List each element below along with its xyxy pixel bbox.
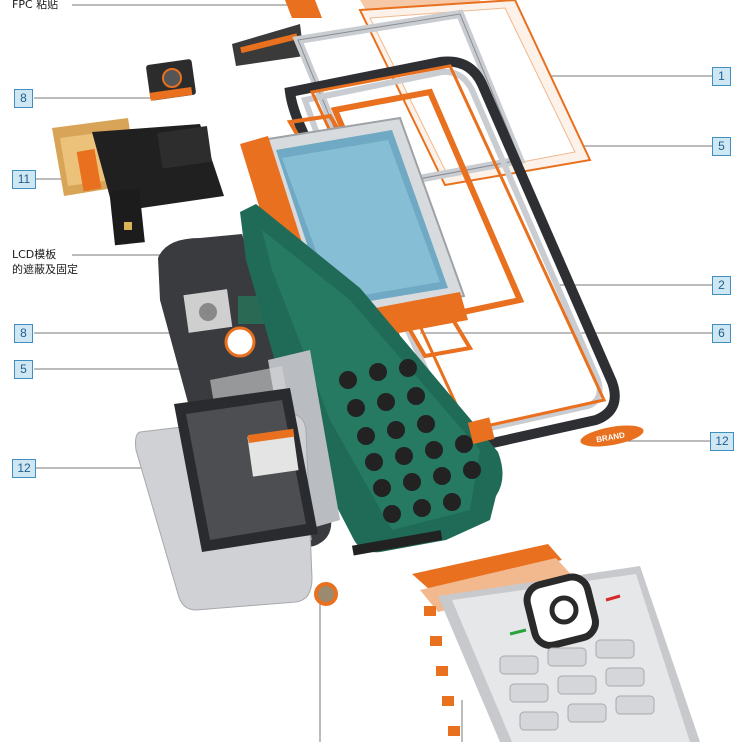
callout-8-mid: 8 — [14, 324, 33, 343]
callout-2: 2 — [712, 276, 731, 295]
flex-assembly-part-11 — [52, 118, 224, 246]
vibrator-part — [314, 582, 338, 606]
keypad-side-studs — [424, 606, 460, 736]
lcd-label-line1: LCD模板 — [12, 248, 57, 261]
callout-1: 1 — [712, 67, 731, 86]
callout-5-left: 5 — [14, 360, 33, 379]
camera-module-part-8 — [146, 59, 196, 101]
callout-12-left: 12 — [12, 459, 36, 478]
keypad-keys — [499, 639, 655, 731]
keypad-assembly — [412, 544, 700, 742]
fpc-label: FPC 粘贴 — [12, 0, 59, 11]
keypad-domes — [339, 359, 481, 523]
callout-6: 6 — [712, 324, 731, 343]
callout-8-top: 8 — [14, 89, 33, 108]
main-pcb — [240, 204, 503, 556]
callout-12-right: 12 — [710, 432, 734, 451]
battery — [174, 388, 318, 552]
lcd-label-line2: 的遮蔽及固定 — [12, 263, 78, 276]
callout-11: 11 — [12, 170, 36, 189]
callout-5-right: 5 — [712, 137, 731, 156]
